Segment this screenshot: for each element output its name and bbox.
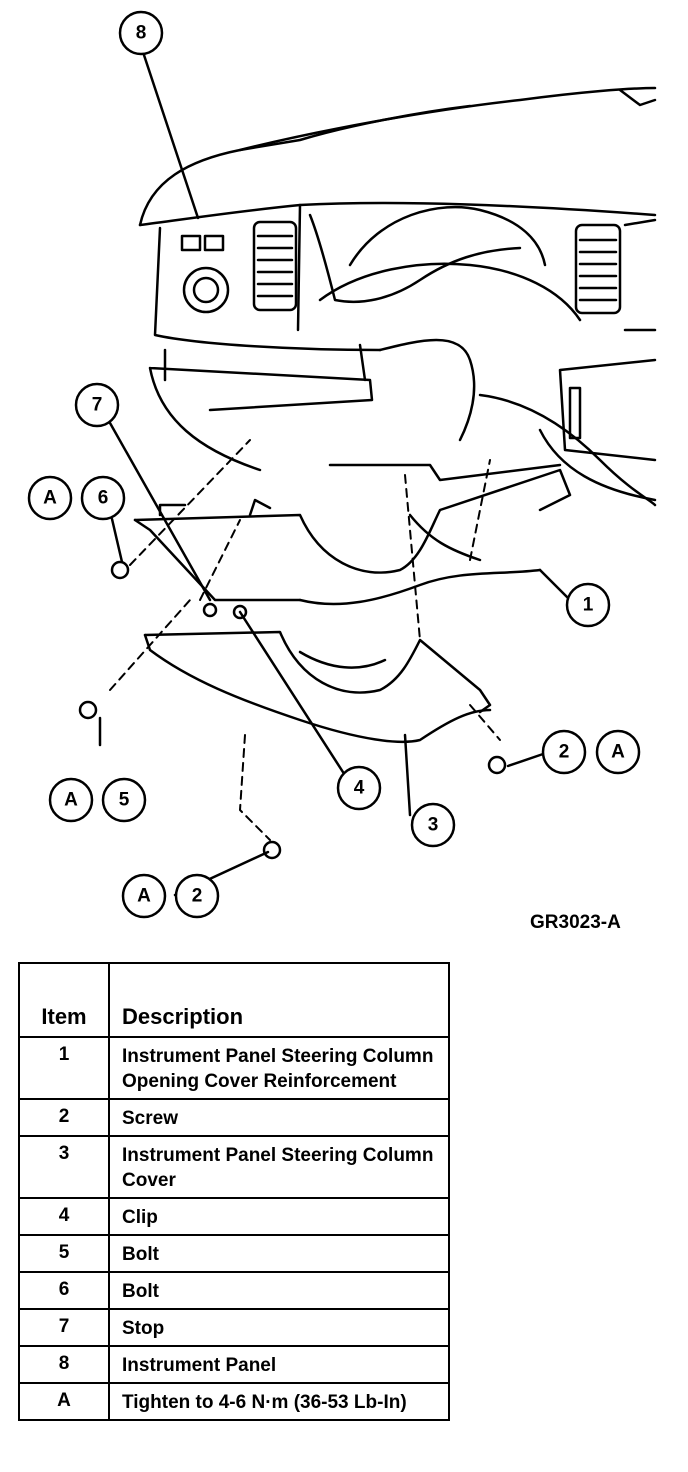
callout-a-6	[27, 475, 73, 521]
callout-3	[410, 802, 456, 848]
exploded-diagram: 8 7 A 6 1 2 A 4 3 A 5 A 2	[27, 10, 657, 919]
callout-7	[74, 382, 120, 428]
callout-a-5-label: A	[64, 790, 78, 811]
row-item: 7	[18, 1308, 110, 1347]
row-item: A	[18, 1382, 110, 1421]
callout-a-2-bottom	[121, 873, 167, 919]
row-description: Instrument Panel Steering Column Cover	[108, 1135, 450, 1199]
figure-code: GR3023-A	[530, 912, 621, 933]
callout-a-2-right-label: A	[611, 742, 625, 763]
callout-8-label: 8	[136, 23, 147, 44]
callout-3-label: 3	[428, 815, 439, 836]
table-row: A Tighten to 4-6 N·m (36-53 Lb-In)	[18, 1382, 450, 1421]
callout-a-5	[48, 777, 94, 823]
callout-7-label: 7	[92, 395, 103, 416]
callout-4	[336, 765, 382, 811]
callout-5-label: 5	[119, 790, 130, 811]
row-description: Instrument Panel	[108, 1345, 450, 1384]
row-item: 6	[18, 1271, 110, 1310]
table-row: 3 Instrument Panel Steering Column Cover	[18, 1135, 450, 1199]
callout-4-label: 4	[354, 778, 365, 799]
row-item: 4	[18, 1197, 110, 1236]
callout-1-label: 1	[583, 595, 594, 616]
row-item: 2	[18, 1098, 110, 1137]
fasteners	[78, 560, 507, 860]
header-description: Description	[108, 962, 450, 1038]
instrument-panel-drawing	[138, 86, 657, 507]
row-description: Bolt	[108, 1234, 450, 1273]
row-item: 1	[18, 1036, 110, 1100]
row-item: 5	[18, 1234, 110, 1273]
row-description: Bolt	[108, 1271, 450, 1310]
table-row: 7 Stop	[18, 1308, 450, 1347]
callout-2-right	[541, 729, 587, 775]
callout-8	[118, 10, 164, 56]
row-item: 8	[18, 1345, 110, 1384]
row-description: Instrument Panel Steering Column Opening…	[108, 1036, 450, 1100]
callout-1	[565, 582, 611, 628]
table-row: 8 Instrument Panel	[18, 1345, 450, 1384]
callout-2-bottom	[174, 873, 220, 919]
table-row: 2 Screw	[18, 1098, 450, 1137]
table-row: 1 Instrument Panel Steering Column Openi…	[18, 1036, 450, 1100]
table-row: 5 Bolt	[18, 1234, 450, 1273]
callout-6-label: 6	[98, 488, 109, 509]
column-cover-drawing	[143, 630, 492, 744]
row-description: Stop	[108, 1308, 450, 1347]
parts-table: Item Description 1 Instrument Panel Stee…	[18, 962, 450, 1421]
callout-5	[101, 777, 147, 823]
row-description: Clip	[108, 1197, 450, 1236]
callout-2-right-label: 2	[559, 742, 570, 763]
callout-a-6-label: A	[43, 488, 57, 509]
callout-2-bottom-label: 2	[192, 886, 203, 907]
row-item: 3	[18, 1135, 110, 1199]
row-description: Screw	[108, 1098, 450, 1137]
callout-a-2-right	[595, 729, 641, 775]
row-description: Tighten to 4-6 N·m (36-53 Lb-In)	[108, 1382, 450, 1421]
callout-a-2-bottom-label: A	[137, 886, 151, 907]
callout-6	[80, 475, 126, 521]
header-item: Item	[18, 962, 110, 1038]
table-row: 4 Clip	[18, 1197, 450, 1236]
reinforcement-drawing	[133, 463, 572, 606]
table-row: 6 Bolt	[18, 1271, 450, 1310]
table-header-row: Item Description	[18, 962, 450, 1038]
